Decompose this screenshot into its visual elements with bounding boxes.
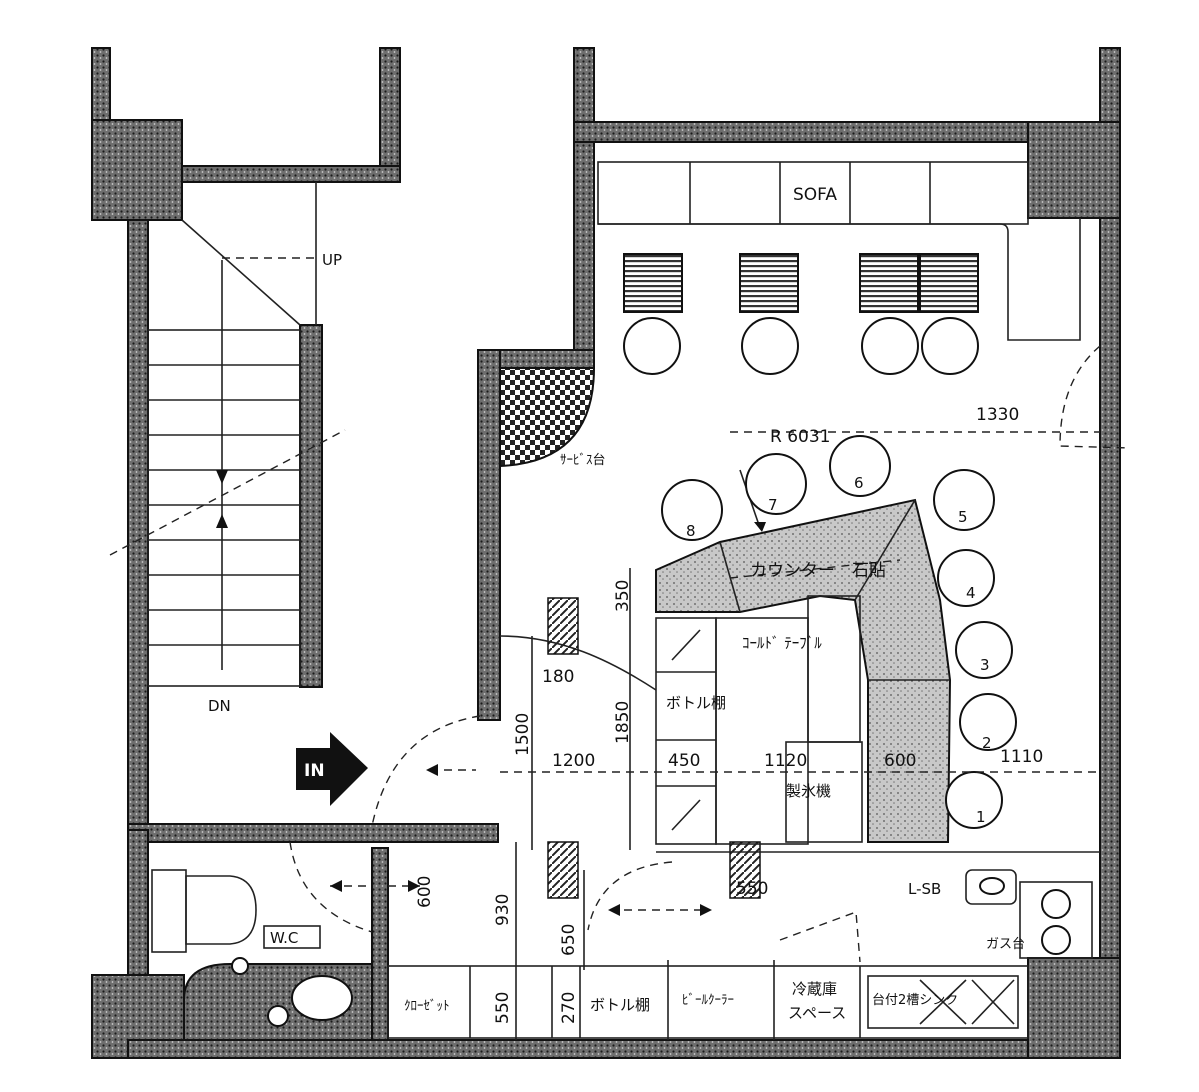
sofa-label: SOFA <box>793 185 837 205</box>
seat-5 <box>933 469 995 531</box>
dim-930: 930 <box>493 894 513 926</box>
lounge-tables <box>623 253 979 375</box>
dim-600-wc: 600 <box>415 876 435 908</box>
seat-5-number: 5 <box>958 508 968 526</box>
cold-table-label: ｺｰﾙﾄﾞ ﾃｰﾌﾞﾙ <box>742 634 822 652</box>
seat-3 <box>955 621 1013 679</box>
dimension-lines <box>330 431 1100 1040</box>
walls <box>91 47 1121 1059</box>
dim-1120: 1120 <box>764 751 807 771</box>
dn-label: DN <box>208 697 231 715</box>
gas-stand-label: ガス台 <box>986 937 1025 952</box>
dim-radius: R 6031 <box>770 427 830 447</box>
dim-1200: 1200 <box>552 751 595 771</box>
seat-7 <box>745 453 807 515</box>
fridge-space-label-line2: スペース <box>788 1004 846 1022</box>
seat-4-number: 4 <box>966 584 976 602</box>
dim-270: 270 <box>559 992 579 1024</box>
back-counter <box>387 869 1093 1040</box>
seat-8 <box>661 479 723 541</box>
service-counter-label: ｻｰﾋﾞｽ台 <box>560 453 606 468</box>
bar-equipment <box>655 595 1100 853</box>
beer-cooler-label: ﾋﾞｰﾙｸｰﾗｰ <box>682 993 734 1008</box>
dim-1110: 1110 <box>1000 747 1043 767</box>
fridge-space-label-line1: 冷蔵庫 <box>792 980 837 998</box>
seat-1-number: 1 <box>976 808 986 826</box>
dim-350: 350 <box>613 580 633 612</box>
seat-7-number: 7 <box>768 496 778 514</box>
dim-550: 550 <box>736 879 768 899</box>
seat-4 <box>937 549 995 607</box>
ice-machine-label: 製氷機 <box>786 782 831 800</box>
up-label: UP <box>322 251 342 269</box>
bar-counter-label: カウンター 石貼 <box>750 561 886 581</box>
lsb-label: L-SB <box>908 880 941 898</box>
sofa <box>597 161 1081 341</box>
wc-room <box>151 869 373 1041</box>
wc-label: W.C <box>270 929 298 947</box>
bar-seats <box>661 435 1017 829</box>
seat-3-number: 3 <box>980 656 990 674</box>
entrance-label: IN <box>304 761 325 781</box>
closet-label: ｸﾛｰｾﾞｯﾄ <box>404 999 450 1014</box>
dim-550-lower: 550 <box>493 992 513 1024</box>
seat-6 <box>829 435 891 497</box>
sink-unit-label: 台付2槽シンク <box>872 993 958 1008</box>
bar-counter <box>655 469 952 843</box>
seat-1 <box>945 771 1003 829</box>
dim-650: 650 <box>559 924 579 956</box>
dim-600: 600 <box>884 751 916 771</box>
dim-1500: 1500 <box>513 713 533 756</box>
dim-450: 450 <box>668 751 700 771</box>
dim-1330: 1330 <box>976 405 1019 425</box>
doors <box>289 345 1131 933</box>
dim-180: 180 <box>542 667 574 687</box>
bottle-shelf-label: ボトル棚 <box>666 694 726 712</box>
dim-1850: 1850 <box>613 701 633 744</box>
bottle-shelf-lower-label: ボトル棚 <box>590 996 650 1014</box>
seat-8-number: 8 <box>686 522 696 540</box>
seat-6-number: 6 <box>854 474 864 492</box>
seat-2-number: 2 <box>982 734 992 752</box>
entrance-arrow-icon <box>296 732 368 806</box>
service-counter <box>499 367 596 468</box>
seat-2 <box>959 693 1017 751</box>
staircase <box>109 182 346 687</box>
